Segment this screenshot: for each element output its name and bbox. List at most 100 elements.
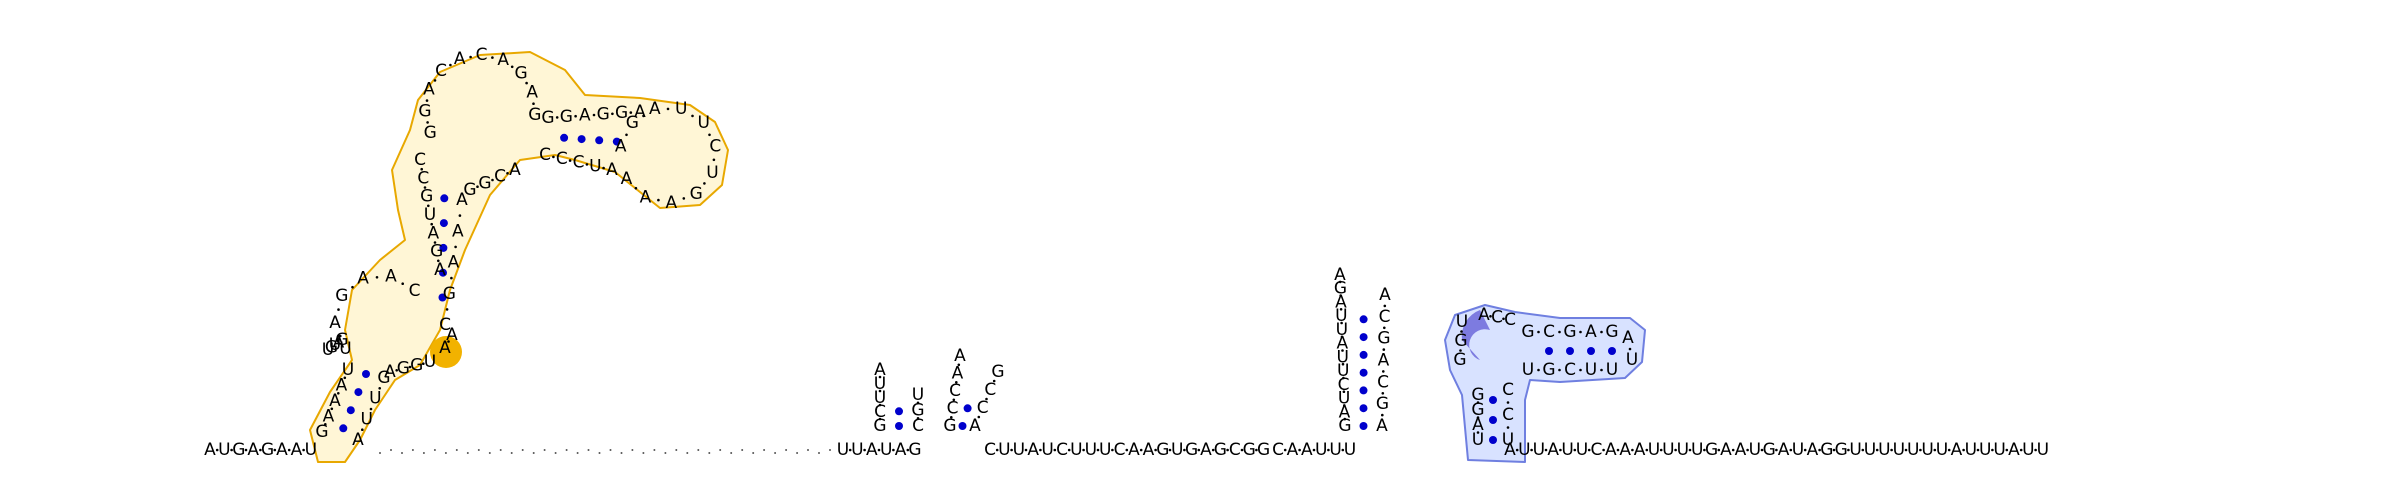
- domain-1-stem-a-pair-dot: [354, 388, 363, 397]
- domain-1-stem-c-right-link: [629, 111, 633, 114]
- domain-1-stem-a-left-link: [324, 423, 327, 426]
- main-strand-right-link: [1947, 448, 1951, 452]
- main-strand-gap-dot: [653, 449, 656, 451]
- main-strand-left-nt: A: [276, 440, 288, 460]
- hairpin-3-left-link: [1339, 294, 1342, 297]
- main-strand-middle-nt: U: [1041, 440, 1053, 460]
- domain-2-stem-right-nt: C: [1502, 405, 1514, 425]
- hairpin-2-left-link: [957, 363, 961, 367]
- hairpin-2-right-link: [985, 397, 988, 401]
- main-strand-middle-link: [1211, 448, 1215, 452]
- hairpin-1-right-link: [916, 401, 920, 405]
- main-strand-middle-link: [995, 448, 999, 452]
- domain-1-small-loop-nt: C: [409, 281, 421, 301]
- domain-1-stem-c-left-link: [602, 166, 605, 170]
- main-strand-right-link: [1530, 448, 1533, 452]
- domain-1-stem-b-right-link: [450, 276, 453, 280]
- main-strand-middle-nt: G: [1257, 440, 1270, 460]
- hairpin-2-left-nt: A: [954, 346, 966, 366]
- main-strand-gap-dot: [697, 449, 700, 451]
- domain-1-stem-a-left-nt: A: [323, 407, 335, 427]
- domain-2-stem-top-link: [1600, 330, 1603, 334]
- main-strand-middle-link: [1024, 448, 1028, 452]
- main-strand-middle-nt: U: [1070, 440, 1082, 460]
- domain-1-stem-c-left-link: [585, 163, 589, 166]
- main-strand-middle-nt: U: [1171, 440, 1183, 460]
- main-strand-middle-nt: A: [1200, 440, 1212, 460]
- domain-1-big-loop-link: [426, 121, 429, 124]
- main-strand-right-nt: U: [1921, 440, 1933, 460]
- main-strand-gap-dot: [708, 452, 711, 454]
- hairpin-2-right-link: [977, 415, 981, 419]
- hairpin-3-right-link: [1381, 413, 1384, 417]
- main-strand-middle-link: [1168, 448, 1172, 452]
- main-strand-right-nt: A: [1720, 440, 1732, 460]
- hairpin-3-right-link: [1382, 370, 1385, 373]
- main-strand-middle-link: [1039, 448, 1042, 452]
- domain-2-stem-left-link: [1476, 416, 1480, 419]
- domain-1-tetraloop-nt: A: [640, 187, 652, 207]
- hairpin-3-right-link: [1381, 392, 1385, 395]
- domain-1-stem-c-right-link: [592, 113, 596, 117]
- domain-1-segment-agg-link: [395, 369, 399, 372]
- main-strand-right-link: [1645, 448, 1649, 452]
- domain-2-stem-left-link: [1476, 431, 1480, 434]
- main-strand-right-nt: U: [1993, 440, 2005, 460]
- domain-1-stem-c-pair-dot: [595, 136, 604, 145]
- domain-1-stem-b-left-nt: G: [430, 242, 443, 262]
- main-strand-gap-dot: [488, 452, 491, 454]
- main-strand-right-nt: U: [1893, 440, 1905, 460]
- main-strand-middle-nt: G: [1214, 440, 1227, 460]
- main-strand-gap-dot: [620, 452, 623, 454]
- main-strand-middle-link: [1197, 448, 1201, 452]
- main-strand-gap-dot: [455, 449, 458, 451]
- hairpin-1-pair-dot: [895, 422, 903, 430]
- domain-2-loop-top-link: [1489, 315, 1492, 318]
- domain-1-segment-ggc-nt: G: [463, 180, 476, 200]
- domain-1-segment-ggc-link: [476, 185, 479, 188]
- hairpin-2-right-nt: G: [991, 362, 1004, 382]
- main-strand-left-link: [287, 448, 291, 452]
- domain-1-stem-b-left-link: [420, 167, 424, 171]
- hairpin-2-left-nt: G: [943, 416, 956, 436]
- main-strand-middle-link: [1139, 448, 1143, 452]
- main-strand-right-link: [1573, 448, 1577, 452]
- main-strand-gap-dot: [686, 452, 689, 454]
- domain-1-highlight-nt: A: [446, 325, 458, 345]
- domain-1-stem-b-left-link: [430, 222, 434, 226]
- domain-1-small-loop-link: [351, 285, 354, 289]
- domain-1-big-loop-nt: C: [476, 45, 488, 65]
- domain-1-segment-ggc-nt: A: [509, 160, 521, 180]
- hairpin-1-pair-dot: [895, 407, 903, 416]
- domain-1-big-loop-link: [525, 81, 528, 85]
- hairpin-1-left-nt: G: [873, 416, 886, 436]
- main-strand-left-nt: U: [305, 440, 317, 460]
- domain-2-highlight-nt: G: [1453, 350, 1466, 370]
- main-strand-right-link: [1962, 448, 1965, 452]
- main-strand-gap-dot: [390, 449, 392, 451]
- hairpin-3-pair-dot: [1359, 404, 1368, 413]
- main-strand-gap-dot: [730, 452, 733, 454]
- domain-1-stem-c-left-nt: C: [539, 145, 551, 165]
- domain-1-big-loop-link: [425, 99, 429, 102]
- domain-2-stem-bottom-link: [1558, 368, 1561, 372]
- main-strand-right-link: [1890, 448, 1893, 452]
- main-strand-right-nt: U: [1677, 440, 1689, 460]
- domain-1-stem-c-right-nt: G: [615, 103, 628, 123]
- domain-1-segment-agg-nt: G: [397, 359, 410, 379]
- domain-2-stem-right-nt: C: [1502, 380, 1514, 400]
- domain-2-stem-top-link: [1558, 330, 1561, 334]
- domain-2-loop-top-nt: C: [1504, 310, 1516, 330]
- main-strand-right-nt: U: [2022, 440, 2034, 460]
- domain-2-highlight-nt: U: [1456, 312, 1468, 332]
- domain-1-stem-c-left-nt: U: [589, 156, 601, 176]
- main-strand-right-link: [1631, 448, 1634, 452]
- domain-1-stem-b-left-nt: C: [414, 150, 426, 170]
- main-strand-gap-dot: [499, 449, 502, 451]
- main-strand-right-nt: U: [1533, 440, 1545, 460]
- domain-1-segment-ugu-nt: G: [325, 338, 338, 358]
- domain-1-small-loop-nt: A: [329, 313, 341, 333]
- main-strand-middle-link: [1096, 448, 1100, 452]
- domain-2-stem-top-pair-dot: [1545, 347, 1553, 355]
- hairpin-1-right-link: [916, 417, 920, 420]
